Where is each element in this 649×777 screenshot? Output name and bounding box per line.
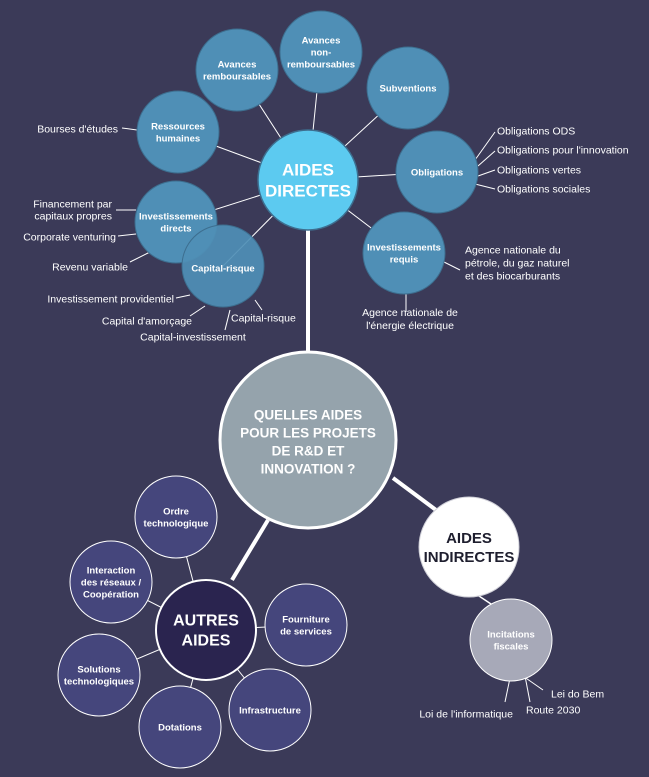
node-obligations[interactable]: [395, 130, 479, 214]
node-avances-remboursables[interactable]: [195, 28, 279, 112]
leaf-loi-informatique: Loi de l'informatique: [419, 709, 513, 721]
label-dotations: Dotations: [158, 722, 202, 733]
center-node[interactable]: [218, 350, 398, 530]
hub-autres-aides[interactable]: [155, 579, 257, 681]
leaf-obligations-innovation: Obligations pour l'innovation: [497, 145, 629, 157]
node-interaction-reseaux[interactable]: [69, 540, 153, 624]
branch-line-autres: [230, 518, 270, 582]
hub-aides-indirectes[interactable]: [418, 496, 520, 598]
node-fourniture-services[interactable]: [264, 583, 348, 667]
node-infrastructure[interactable]: [228, 668, 312, 752]
leaf-obligations-sociales: Obligations sociales: [497, 184, 590, 196]
leaf-investissement-providentiel: Investissement providentiel: [47, 294, 174, 306]
leaf-capital-investissement: Capital-investissement: [140, 332, 246, 344]
node-avances-non-remboursables[interactable]: [279, 10, 363, 94]
node-subventions[interactable]: [366, 46, 450, 130]
node-ordre-technologique[interactable]: [134, 475, 218, 559]
leaf-corporate-venturing: Corporate venturing: [23, 232, 116, 244]
leaf-capital-risque: Capital-risque: [231, 313, 296, 325]
leaf-revenu-variable: Revenu variable: [52, 262, 128, 274]
leaf-obligations-ods: Obligations ODS: [497, 126, 575, 138]
leaf-bourses: Bourses d'études: [37, 124, 118, 136]
node-investissements-requis[interactable]: [362, 211, 446, 295]
node-incitations-fiscales[interactable]: [469, 598, 553, 682]
leaf-route-2030: Route 2030: [526, 705, 580, 717]
node-solutions-technologiques[interactable]: [57, 633, 141, 717]
leaf-capital-amorcage: Capital d'amorçage: [102, 316, 192, 328]
node-dotations[interactable]: [138, 685, 222, 769]
node-capital-risque[interactable]: [181, 224, 265, 308]
node-ressources-humaines[interactable]: [136, 90, 220, 174]
label-obligations: Obligations: [411, 167, 463, 178]
branch-line-indirectes: [391, 476, 438, 512]
label-capital-risque: Capital-risque: [191, 263, 254, 274]
label-infrastructure: Infrastructure: [239, 705, 301, 716]
leaf-lei-do-bem: Lei do Bem: [551, 689, 604, 701]
hub-aides-directes[interactable]: [257, 129, 359, 231]
label-subventions: Subventions: [379, 83, 436, 94]
leaf-obligations-vertes: Obligations vertes: [497, 165, 581, 177]
